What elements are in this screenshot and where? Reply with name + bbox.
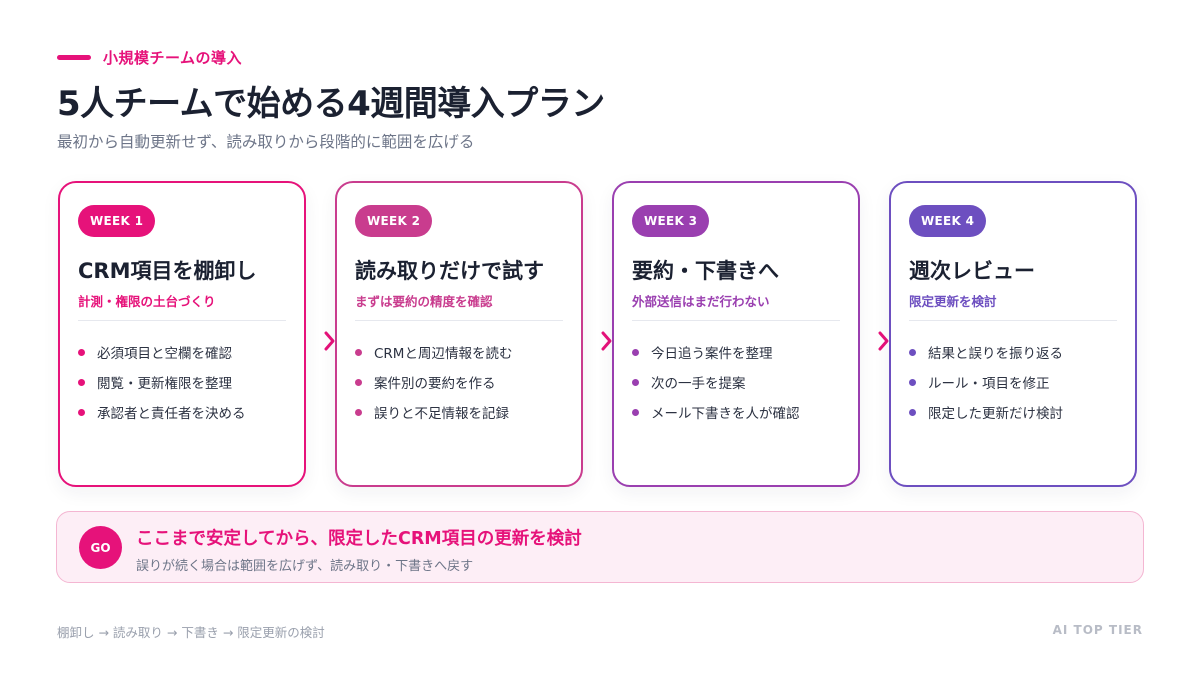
week-title: 要約・下書きへ	[632, 259, 779, 283]
eyebrow: 小規模チームの導入	[57, 47, 242, 68]
week-badge: WEEK 4	[909, 205, 987, 237]
list-item: 閲覧・更新権限を整理	[78, 367, 246, 397]
chevron-right-icon	[601, 331, 612, 351]
list-item: 結果と誤りを振り返る	[909, 337, 1063, 367]
divider	[909, 320, 1117, 321]
task-list: 結果と誤りを振り返る ルール・項目を修正 限定した更新だけ検討	[909, 337, 1063, 427]
list-item: 案件別の要約を作る	[355, 367, 512, 397]
list-item-label: 閲覧・更新権限を整理	[97, 376, 232, 392]
list-item: メール下書きを人が確認	[632, 397, 800, 427]
eyebrow-accent-bar	[57, 55, 91, 60]
week-subtitle: 限定更新を検討	[909, 294, 997, 309]
week-title: CRM項目を棚卸し	[78, 259, 257, 283]
bullet-dot-icon	[632, 378, 639, 386]
week-badge: WEEK 3	[632, 205, 710, 237]
bullet-dot-icon	[909, 408, 916, 416]
week-card-1: WEEK 1 CRM項目を棚卸し 計測・権限の土台づくり 必須項目と空欄を確認 …	[58, 181, 306, 487]
bullet-dot-icon	[355, 348, 362, 356]
bullet-dot-icon	[78, 348, 85, 356]
eyebrow-label: 小規模チームの導入	[103, 49, 243, 67]
week-subtitle: まずは要約の精度を確認	[355, 294, 493, 309]
go-title: ここまで安定してから、限定したCRM項目の更新を検討	[136, 529, 582, 549]
bullet-dot-icon	[78, 378, 85, 386]
list-item-label: 必須項目と空欄を確認	[97, 346, 232, 362]
list-item: CRMと周辺情報を読む	[355, 337, 512, 367]
page-title: 5人チームで始める4週間導入プラン	[57, 84, 605, 124]
list-item: 次の一手を提案	[632, 367, 800, 397]
go-description: 誤りが続く場合は範囲を広げず、読み取り・下書きへ戻す	[136, 559, 474, 574]
go-callout: GO ここまで安定してから、限定したCRM項目の更新を検討 誤りが続く場合は範囲…	[56, 511, 1144, 583]
week-card-4: WEEK 4 週次レビュー 限定更新を検討 結果と誤りを振り返る ルール・項目を…	[889, 181, 1137, 487]
week-badge: WEEK 2	[355, 205, 433, 237]
list-item: 限定した更新だけ検討	[909, 397, 1063, 427]
week-card-3: WEEK 3 要約・下書きへ 外部送信はまだ行わない 今日追う案件を整理 次の一…	[612, 181, 860, 487]
divider	[355, 320, 563, 321]
bullet-dot-icon	[909, 348, 916, 356]
week-badge: WEEK 1	[78, 205, 156, 237]
list-item-label: 限定した更新だけ検討	[928, 406, 1063, 422]
list-item-label: 案件別の要約を作る	[374, 376, 496, 392]
week-title: 読み取りだけで試す	[355, 259, 544, 283]
go-badge: GO	[79, 526, 122, 569]
list-item: 誤りと不足情報を記録	[355, 397, 512, 427]
bullet-dot-icon	[632, 348, 639, 356]
list-item: 今日追う案件を整理	[632, 337, 800, 367]
week-subtitle: 計測・権限の土台づくり	[78, 294, 216, 309]
task-list: 必須項目と空欄を確認 閲覧・更新権限を整理 承認者と責任者を決める	[78, 337, 246, 427]
chevron-right-icon	[878, 331, 889, 351]
week-subtitle: 外部送信はまだ行わない	[632, 294, 770, 309]
bullet-dot-icon	[78, 408, 85, 416]
page-subtitle: 最初から自動更新せず、読み取りから段階的に範囲を広げる	[57, 133, 475, 151]
divider	[632, 320, 840, 321]
list-item-label: CRMと周辺情報を読む	[374, 346, 513, 362]
bullet-dot-icon	[909, 378, 916, 386]
list-item-label: 次の一手を提案	[651, 376, 746, 392]
week-card-2: WEEK 2 読み取りだけで試す まずは要約の精度を確認 CRMと周辺情報を読む…	[335, 181, 583, 487]
bullet-dot-icon	[355, 378, 362, 386]
list-item-label: ルール・項目を修正	[928, 376, 1050, 392]
task-list: 今日追う案件を整理 次の一手を提案 メール下書きを人が確認	[632, 337, 800, 427]
list-item-label: 今日追う案件を整理	[651, 346, 773, 362]
chevron-right-icon	[324, 331, 335, 351]
week-title: 週次レビュー	[909, 259, 1035, 283]
footer-flow: 棚卸し → 読み取り → 下書き → 限定更新の検討	[57, 625, 325, 640]
footer-brand: AI TOP TIER	[1052, 623, 1143, 637]
list-item-label: 承認者と責任者を決める	[97, 406, 246, 422]
list-item: 承認者と責任者を決める	[78, 397, 246, 427]
list-item-label: メール下書きを人が確認	[651, 406, 800, 422]
bullet-dot-icon	[632, 408, 639, 416]
bullet-dot-icon	[355, 408, 362, 416]
list-item-label: 結果と誤りを振り返る	[928, 346, 1063, 362]
task-list: CRMと周辺情報を読む 案件別の要約を作る 誤りと不足情報を記録	[355, 337, 512, 427]
list-item-label: 誤りと不足情報を記録	[374, 406, 509, 422]
list-item: ルール・項目を修正	[909, 367, 1063, 397]
list-item: 必須項目と空欄を確認	[78, 337, 246, 367]
divider	[78, 320, 286, 321]
